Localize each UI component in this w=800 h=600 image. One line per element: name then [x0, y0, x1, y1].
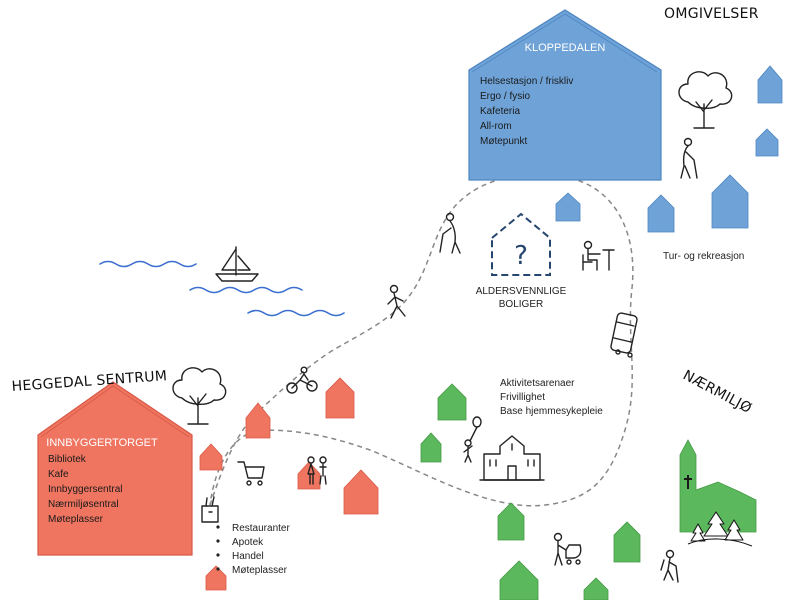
red-houses: [199, 377, 379, 591]
kloppedalen-title: KLOPPEDALEN: [525, 42, 606, 54]
stroller-person-icon: [553, 532, 582, 566]
innbyggertorget-item-5: Møteplasser: [48, 514, 104, 525]
kloppedalen-item-1: Helsestasjon / friskliv: [480, 76, 573, 87]
region-label-naermiljo: NÆRMILJØ: [680, 367, 754, 417]
innbyggertorget-item-2: Kafe: [48, 469, 69, 480]
pine-trees-icon: [687, 511, 753, 547]
innbyggertorget-item-4: Nærmiljøsentral: [48, 499, 119, 510]
innbyggertorget-item-3: Innbyggersentral: [48, 484, 123, 495]
elderly-person-icon: [439, 212, 461, 254]
tree-icon: [678, 71, 733, 129]
walking-person-icon: [387, 284, 406, 319]
aktivitet-item-3: Base hjemmesykepleie: [500, 406, 603, 417]
elderly-person-icon: [680, 137, 698, 179]
hiker-icon: [660, 549, 679, 583]
person-at-table-icon: [582, 240, 615, 271]
cyclist-icon: [286, 366, 318, 394]
services-item-3: Handel: [232, 551, 264, 562]
couple-icon: [307, 456, 327, 485]
innbyggertorget-title: INNBYGGERTORGET: [46, 437, 158, 449]
services-item-2: Apotek: [232, 537, 264, 548]
aldersvennlige-house-icon: ?: [491, 212, 551, 276]
innbyggertorget-item-1: Bibliotek: [48, 454, 87, 465]
route-dashed-path: [209, 174, 634, 507]
kloppedalen-building: KLOPPEDALEN Helsestasjon / friskliv Ergo…: [468, 9, 662, 181]
aktivitet-item-2: Frivillighet: [500, 392, 545, 403]
tur-rekreasjon-label: Tur- og rekreasjon: [663, 251, 744, 262]
kloppedalen-item-2: Ergo / fysio: [480, 91, 530, 102]
grocery-bag-icon: [201, 496, 219, 523]
shopping-cart-icon: [237, 461, 265, 486]
services-list: Restauranter Apotek Handel Møteplasser: [216, 523, 290, 576]
aldersvennlige-label-line2: BOLIGER: [499, 299, 543, 310]
school-building-icon: [479, 435, 545, 481]
tree-icon: [172, 367, 227, 425]
region-label-omgivelser: OMGIVELSER: [664, 6, 759, 22]
region-label-heggedal-sentrum: HEGGEDAL SENTRUM: [11, 368, 168, 395]
services-item-1: Restauranter: [232, 523, 290, 534]
aktivitet-item-1: Aktivitetsarenaer: [500, 378, 575, 389]
kloppedalen-item-5: Møtepunkt: [480, 136, 527, 147]
bus-icon: [610, 312, 638, 358]
kloppedalen-item-4: All-rom: [480, 121, 512, 132]
water-waves: [99, 260, 345, 317]
balloon-child-icon: [463, 416, 482, 463]
question-mark-icon: ?: [514, 241, 528, 271]
kloppedalen-item-3: Kafeteria: [480, 106, 520, 117]
services-item-4: Møteplasser: [232, 565, 288, 576]
innbyggertorget-building: INNBYGGERTORGET Bibliotek Kafe Innbygger…: [37, 381, 193, 556]
blue-houses: [555, 65, 783, 233]
sailboat-icon: [215, 246, 259, 282]
aldersvennlige-label-line1: ALDERSVENNLIGE: [476, 286, 567, 297]
green-houses: [420, 383, 641, 600]
